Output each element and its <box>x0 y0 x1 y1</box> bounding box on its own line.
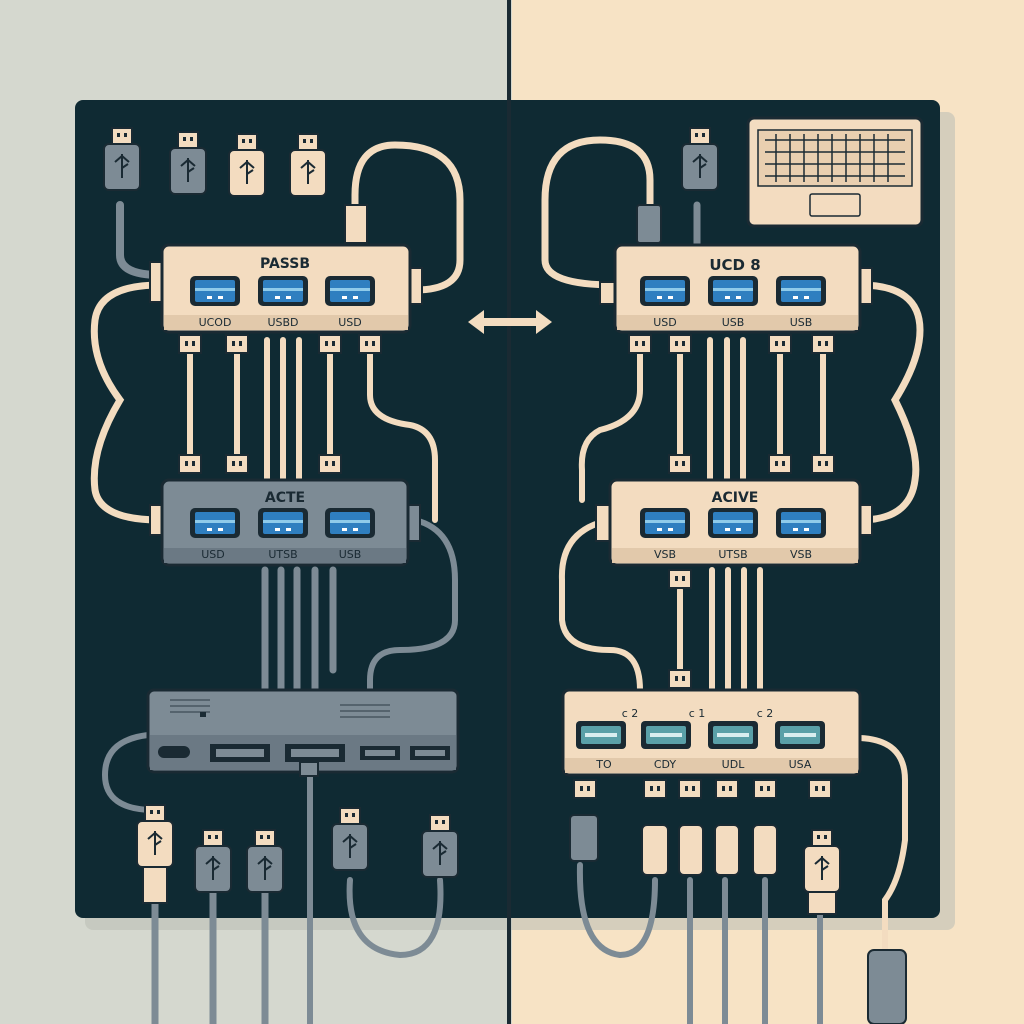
left-top-plugs <box>103 127 368 244</box>
usb-port[interactable] <box>776 276 826 306</box>
usb-port[interactable] <box>210 744 270 762</box>
port-mark: c 2 <box>622 707 639 720</box>
port-label: TO <box>595 758 612 771</box>
usb-port[interactable] <box>410 746 450 760</box>
usb-port[interactable] <box>190 508 240 538</box>
usb-port[interactable] <box>708 508 758 538</box>
port-label: CDY <box>654 758 677 771</box>
usb-plug-icon <box>678 824 704 876</box>
port-label: USB <box>790 316 813 329</box>
usb-port[interactable] <box>258 508 308 538</box>
port-label: VSB <box>654 548 676 561</box>
port-label: USD <box>201 548 225 561</box>
left-top-hub: PASSB UCOD USBD USD <box>149 243 423 334</box>
hub-title: UCD 8 <box>709 256 760 274</box>
double-arrow-icon <box>468 310 552 334</box>
port-label: USA <box>789 758 812 771</box>
usb-port[interactable] <box>325 276 375 306</box>
hub-title: ACTE <box>265 490 305 506</box>
port-label: USBD <box>267 316 298 329</box>
usb-port[interactable] <box>190 276 240 306</box>
left-bottom-hub <box>146 688 460 777</box>
usb-plug-icon <box>714 824 740 876</box>
port-label: UDL <box>722 758 746 771</box>
right-bottom-hub: c 2 c 1 c 2 TO CDY UDL USA <box>561 688 862 777</box>
usb-port[interactable] <box>641 721 691 749</box>
port-label: USB <box>339 548 362 561</box>
right-top-plugs <box>636 127 719 244</box>
usb-port[interactable] <box>775 721 825 749</box>
usb-port[interactable] <box>360 746 400 760</box>
usb-plug-icon <box>569 814 599 862</box>
hub-title: PASSB <box>260 256 310 272</box>
usb-plug-icon <box>344 204 368 244</box>
laptop-icon <box>746 116 924 228</box>
port-label: UTSB <box>718 548 747 561</box>
usb-port[interactable] <box>776 508 826 538</box>
usb-port[interactable] <box>576 721 626 749</box>
usb-port[interactable] <box>640 276 690 306</box>
right-bottom-plugs <box>569 779 907 1024</box>
usb-plug-icon <box>752 824 778 876</box>
right-middle-hub: ACIVE VSB UTSB VSB <box>595 478 873 567</box>
usb-port[interactable] <box>325 508 375 538</box>
left-middle-hub: ACTE USD UTSB USB <box>149 478 421 567</box>
right-cables <box>541 136 924 1024</box>
usb-port[interactable] <box>258 276 308 306</box>
port-mark: c 2 <box>757 707 774 720</box>
usb-plug-icon <box>641 824 669 876</box>
port-label: USD <box>338 316 362 329</box>
hub-title: ACIVE <box>712 490 759 506</box>
port-label: VSB <box>790 548 812 561</box>
divider-line <box>507 0 511 1024</box>
usb-port[interactable] <box>708 276 758 306</box>
left-bottom-plugs <box>136 804 459 904</box>
usb-plug-icon <box>636 204 662 244</box>
port-label: UTSB <box>268 548 297 561</box>
port-label: USD <box>653 316 677 329</box>
usb-port[interactable] <box>640 508 690 538</box>
usb-port[interactable] <box>285 744 345 762</box>
right-top-hub: UCD 8 USD USB USB <box>599 243 873 334</box>
port-mark: c 1 <box>689 707 706 720</box>
usb-plug-icon <box>867 949 907 1024</box>
port-label: USB <box>722 316 745 329</box>
port-label: UCOD <box>199 316 232 329</box>
usb-port[interactable] <box>708 721 758 749</box>
